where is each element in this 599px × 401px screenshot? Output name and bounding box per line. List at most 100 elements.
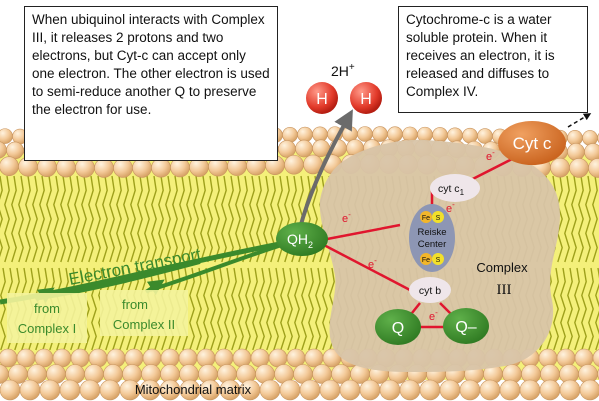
lipid-head xyxy=(582,130,598,146)
lipid-tail xyxy=(4,175,10,263)
lipid-head xyxy=(284,154,304,175)
electron-label-cytc1: e- xyxy=(446,200,455,215)
lipid-head xyxy=(359,379,381,401)
lipid-head xyxy=(339,379,361,401)
lipid-tail xyxy=(221,175,227,263)
lipid-head xyxy=(539,379,561,401)
lipid-tail xyxy=(25,175,31,263)
from-complex-i-box: from Complex I xyxy=(7,293,87,343)
lipid-head xyxy=(447,127,463,144)
lipid-tail xyxy=(172,175,178,263)
lipid-head xyxy=(579,379,599,401)
lipid-head xyxy=(556,348,576,368)
lipid-head xyxy=(399,379,421,401)
lipid-tail xyxy=(179,175,185,263)
svg-text:from: from xyxy=(122,297,148,312)
lipid-head xyxy=(379,379,401,401)
lipid-tail xyxy=(18,175,24,263)
lipid-head xyxy=(99,379,121,401)
lipid-head xyxy=(151,157,171,178)
lipid-tail xyxy=(116,175,122,263)
svg-text:Q–: Q– xyxy=(455,319,476,336)
lipid-tail xyxy=(574,267,580,351)
lipid-tail xyxy=(228,175,234,263)
svg-text:Complex I: Complex I xyxy=(18,321,77,336)
lipid-tail xyxy=(231,267,237,351)
cyt-b-node: cyt b xyxy=(409,277,451,303)
lipid-tail xyxy=(301,267,307,351)
lipid-tail xyxy=(560,267,566,351)
from-complex-ii-box: from Complex II xyxy=(100,290,188,336)
lipid-head xyxy=(297,126,313,143)
lipid-head xyxy=(592,349,599,367)
lipid-head xyxy=(75,157,95,178)
svg-text:from: from xyxy=(34,301,60,316)
lipid-tail xyxy=(137,175,143,263)
lipid-head xyxy=(439,379,461,401)
svg-text:Reiske: Reiske xyxy=(417,227,446,238)
lipid-tail xyxy=(32,175,38,263)
protons-label: 2H+ xyxy=(331,62,355,79)
proton-1: H xyxy=(306,82,338,114)
electron-label-reiske: e- xyxy=(342,210,351,225)
lipid-tail xyxy=(210,267,216,351)
lipid-tail xyxy=(567,267,573,351)
lipid-tail xyxy=(273,267,279,351)
lipid-tail xyxy=(0,267,6,351)
lipid-head xyxy=(569,158,589,178)
lipid-head xyxy=(0,348,18,368)
lipid-tail xyxy=(564,175,570,263)
lipid-head xyxy=(499,379,521,401)
lipid-head xyxy=(477,128,493,144)
lipid-head xyxy=(459,379,481,401)
svg-text:cyt c1: cyt c1 xyxy=(438,183,465,197)
lipid-tail xyxy=(102,175,108,263)
lipid-tail xyxy=(585,175,591,263)
lipid-tail xyxy=(193,175,199,263)
lipid-tail xyxy=(322,267,328,351)
lipid-head xyxy=(588,158,599,178)
lipid-head xyxy=(357,126,373,142)
lipid-tail xyxy=(259,267,265,351)
lipid-head xyxy=(299,379,321,401)
lipid-tail xyxy=(557,175,563,263)
lipid-head xyxy=(538,348,558,368)
lipid-tail xyxy=(60,175,66,263)
lipid-head xyxy=(0,379,21,401)
lipid-heads-lower xyxy=(0,348,599,401)
lipid-tail xyxy=(242,175,248,263)
lipid-tail xyxy=(287,267,293,351)
reiske-center: Fe S Reiske Center Fe S xyxy=(409,204,455,272)
lipid-head xyxy=(0,156,19,177)
cyt-c-diffusion-arrow xyxy=(567,113,592,128)
lipid-tail xyxy=(123,175,129,263)
lipid-head xyxy=(304,348,324,368)
qh2-node: QH2 xyxy=(276,222,328,256)
lipid-tail xyxy=(553,267,559,351)
lipid-tail xyxy=(308,267,314,351)
cyt-c1-node: cyt c1 xyxy=(430,174,480,202)
svg-text:Complex II: Complex II xyxy=(113,317,175,332)
svg-text:S: S xyxy=(436,257,441,264)
lipid-tail xyxy=(280,267,286,351)
lipid-tail xyxy=(67,175,73,263)
fe-s-cluster-top: Fe S xyxy=(420,211,444,223)
lipid-tail xyxy=(0,175,3,258)
lipid-tail xyxy=(74,175,80,263)
lipid-tail xyxy=(53,175,59,263)
lipid-tail xyxy=(95,175,101,263)
lipid-tail xyxy=(581,267,587,351)
lipid-tail xyxy=(196,267,202,351)
lipid-tail xyxy=(84,267,90,351)
proton-release-arrow xyxy=(298,109,353,229)
lipid-head xyxy=(479,379,501,401)
lipid-tail xyxy=(11,175,17,263)
lipid-tail xyxy=(189,267,195,351)
wire-qh2-reiske xyxy=(321,223,401,242)
lipid-head xyxy=(232,348,252,368)
svg-text:QH2: QH2 xyxy=(287,231,313,250)
lipid-head xyxy=(16,348,36,368)
electron-label-cytb: e- xyxy=(368,256,377,271)
lipid-tail xyxy=(588,267,594,351)
